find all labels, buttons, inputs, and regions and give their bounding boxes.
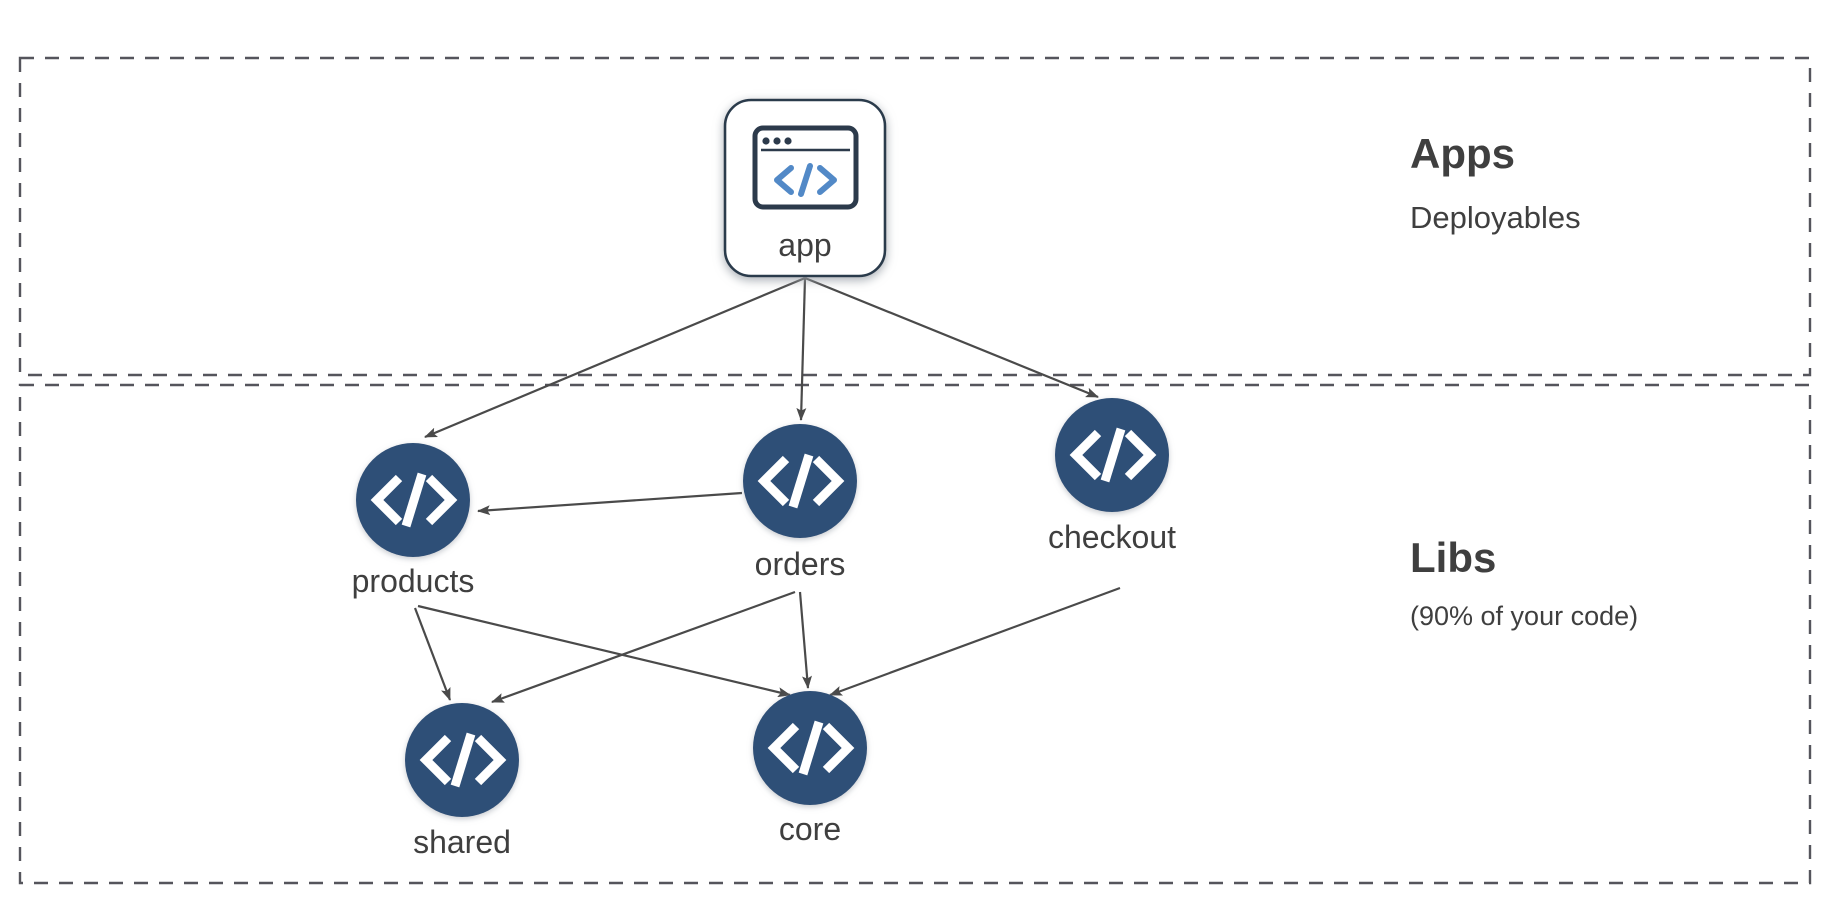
zone-apps-subtitle: Deployables xyxy=(1410,200,1581,235)
app-node-label: app xyxy=(778,227,831,263)
edge-app-products xyxy=(424,276,806,439)
zone-libs-title: Libs xyxy=(1410,534,1496,581)
node-products[interactable]: products xyxy=(352,443,475,599)
zone-apps-label-group: Apps Deployables xyxy=(1410,130,1581,235)
zone-libs-label-group: Libs (90% of your code) xyxy=(1410,534,1638,631)
code-brackets-icon xyxy=(1069,427,1157,483)
checkout-label: checkout xyxy=(1048,519,1176,555)
code-brackets-icon xyxy=(767,720,855,776)
edge-app-orders xyxy=(796,277,807,421)
code-brackets-icon xyxy=(757,453,845,509)
node-checkout[interactable]: checkout xyxy=(1048,398,1176,555)
edge-orders-core xyxy=(798,591,812,689)
zone-libs-subtitle: (90% of your code) xyxy=(1410,601,1638,631)
zone-apps-title: Apps xyxy=(1410,130,1515,177)
node-orders[interactable]: orders xyxy=(743,424,857,582)
edge-products-core xyxy=(417,604,791,698)
zone-apps xyxy=(18,56,1812,377)
code-window-icon xyxy=(752,125,859,210)
orders-label: orders xyxy=(755,546,846,582)
zone-libs-border xyxy=(18,383,1812,885)
products-label: products xyxy=(352,563,475,599)
zone-apps-border xyxy=(18,56,1812,377)
edge-checkout-core xyxy=(829,586,1121,697)
core-label: core xyxy=(779,811,841,847)
edge-orders-products xyxy=(477,491,743,516)
edge-products-shared xyxy=(413,607,452,701)
code-brackets-icon xyxy=(419,732,507,788)
app-code-glyph xyxy=(774,163,837,197)
edge-orders-shared xyxy=(491,590,796,704)
zone-libs xyxy=(18,383,1812,885)
code-brackets-icon xyxy=(370,472,458,528)
node-shared[interactable]: shared xyxy=(405,703,519,860)
node-core[interactable]: core xyxy=(753,691,867,847)
node-app[interactable]: app xyxy=(723,98,887,278)
shared-label: shared xyxy=(413,824,511,860)
edge-layer xyxy=(413,276,1121,704)
edge-app-checkout xyxy=(804,276,1099,399)
